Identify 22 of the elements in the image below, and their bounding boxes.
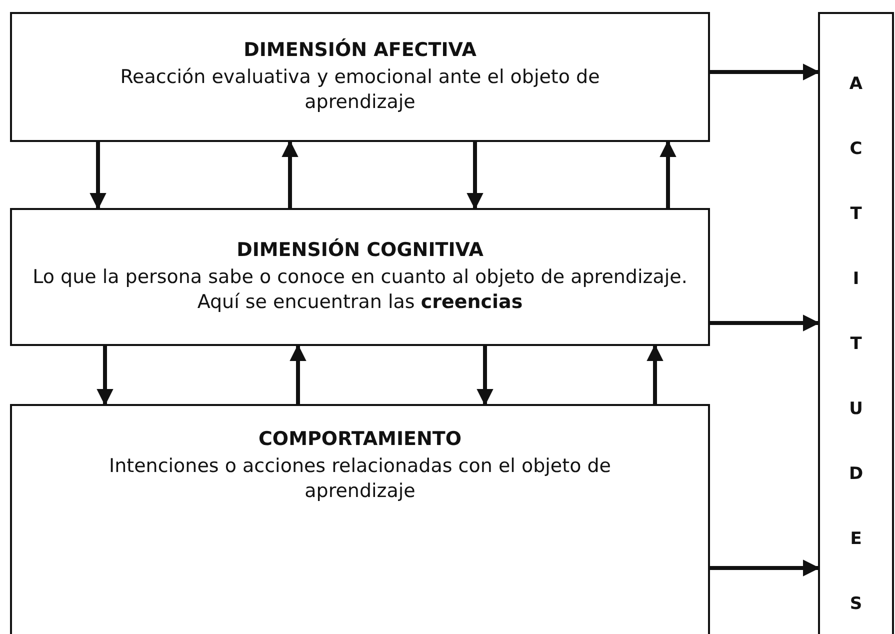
arrow bbox=[646, 344, 664, 404]
box-description: Reacción evaluativa y emocional ante el objeto de aprendizaje bbox=[119, 65, 601, 115]
box-heading: DIMENSIÓN COGNITIVA bbox=[236, 239, 484, 262]
arrow bbox=[710, 314, 820, 332]
dimension-box bbox=[10, 404, 710, 634]
dimension-box bbox=[10, 208, 710, 346]
vertical-title: ACTITUDES bbox=[848, 73, 864, 616]
box-heading: DIMENSIÓN AFECTIVA bbox=[244, 39, 476, 62]
side-panel bbox=[818, 12, 894, 634]
box-description: Lo que la persona sabe o conoce en cuanto al objeto de aprendizaje. Aquí se encuentran las creencias bbox=[32, 265, 688, 315]
arrow bbox=[282, 140, 298, 208]
arrow bbox=[290, 344, 306, 404]
box-heading: COMPORTAMIENTO bbox=[258, 428, 462, 450]
arrow bbox=[710, 560, 820, 576]
arrow bbox=[96, 346, 114, 406]
arrow bbox=[466, 142, 484, 210]
arrow bbox=[710, 64, 820, 80]
arrow bbox=[90, 142, 106, 210]
box-description: Intenciones o acciones relacionadas con el objeto de aprendizaje bbox=[108, 454, 612, 504]
arrow bbox=[476, 346, 494, 406]
arrow bbox=[660, 140, 676, 208]
dimension-box bbox=[10, 12, 710, 142]
